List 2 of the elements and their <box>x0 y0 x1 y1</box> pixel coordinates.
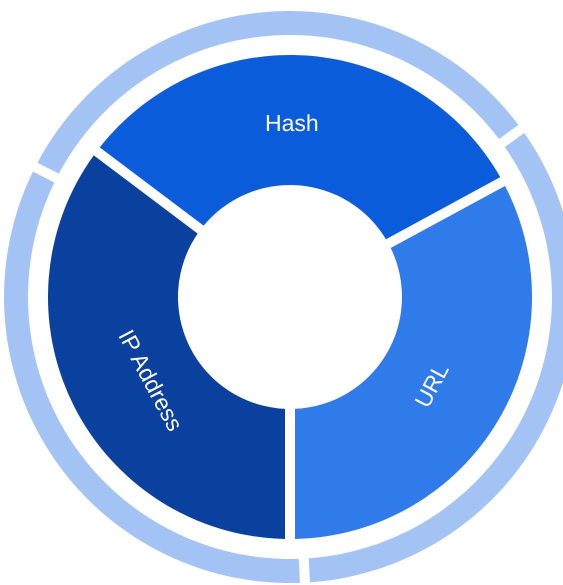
segment-label: URL <box>409 358 455 412</box>
segment-label: Hash <box>265 110 319 136</box>
